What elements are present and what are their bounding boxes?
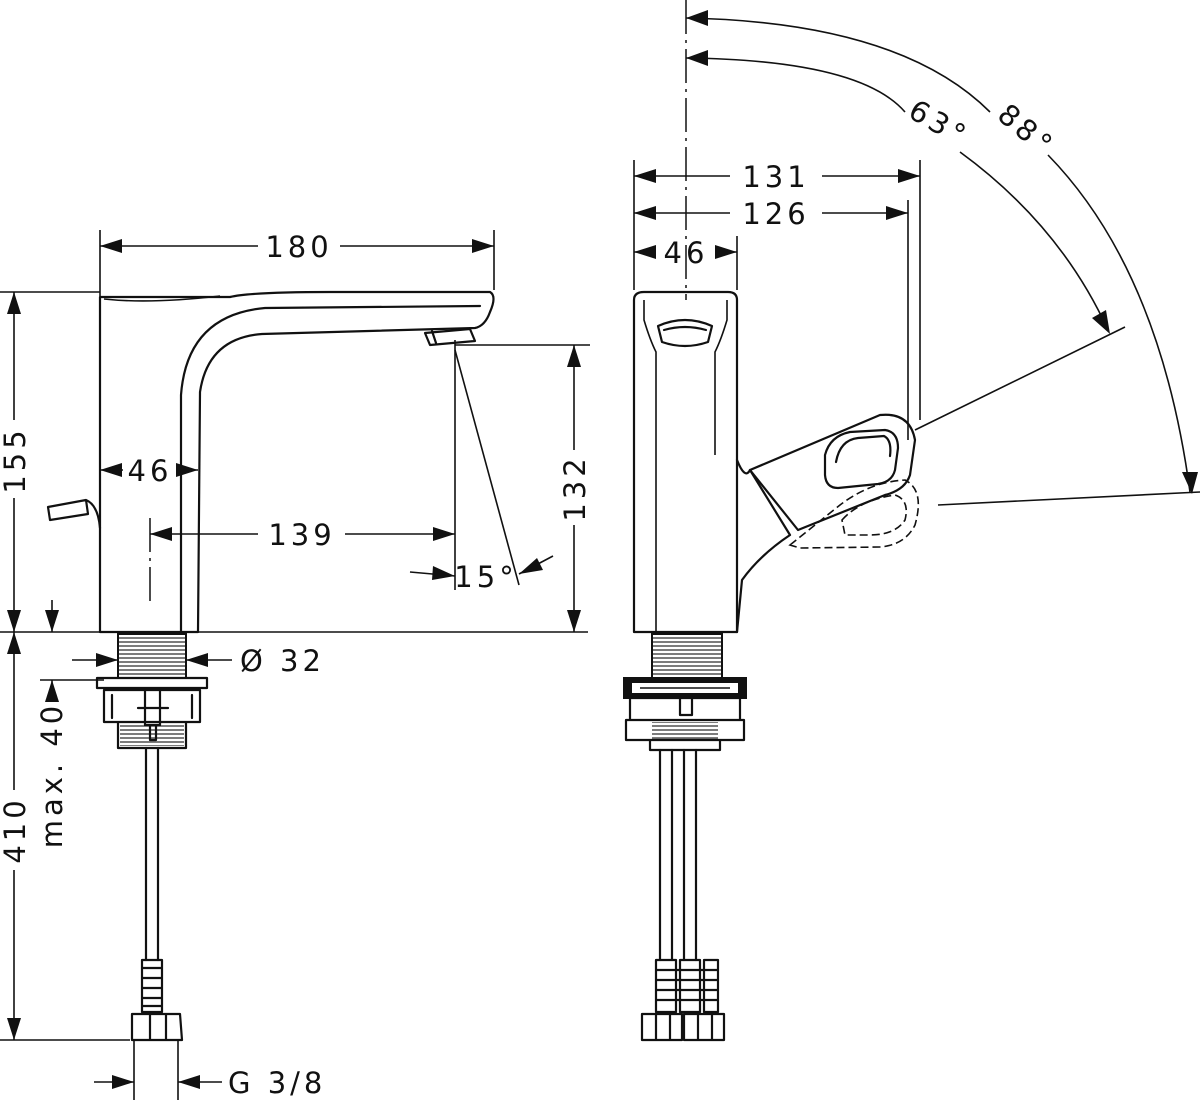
dim-32-label: Ø 32 (240, 644, 325, 678)
front-body-top-curve (103, 295, 221, 302)
side-hose-crimps (654, 958, 720, 1014)
side-handle-base (735, 458, 792, 634)
front-body-outline (98, 290, 495, 634)
front-fixing-bolt (110, 688, 194, 742)
dim-132-label: 132 (558, 454, 592, 521)
dim-180-label: 180 (265, 230, 332, 264)
dim-155-label: 155 (0, 426, 32, 493)
side-handle-lever (748, 413, 917, 532)
side-aerator (656, 318, 714, 348)
side-hoses (658, 748, 698, 962)
dim-126-label: 126 (742, 197, 809, 231)
side-body-inner (643, 300, 728, 632)
front-shank (117, 633, 187, 679)
side-shank (651, 633, 723, 679)
dim-410-label: 410 (0, 796, 32, 863)
front-nut-thread (120, 724, 184, 746)
front-aerator (423, 327, 477, 347)
front-hose (144, 746, 160, 962)
front-view (46, 290, 495, 1042)
front-pop-up-lever (46, 498, 102, 530)
side-connection-nuts (640, 1012, 726, 1042)
dim-g38-label: G 3/8 (228, 1066, 326, 1100)
side-dimensions: 131 126 46 63° 88° (633, 10, 1200, 506)
front-washer (95, 676, 209, 690)
front-fixing-nut (102, 688, 202, 750)
dim-139-label: 139 (268, 518, 335, 552)
side-body-outline (632, 290, 739, 634)
dim-46-side-label: 46 (664, 236, 709, 270)
front-connection-nut (130, 1012, 184, 1042)
front-dimensions: 180 46 139 155 132 15° (0, 230, 592, 1100)
front-body-inner-edge (179, 304, 482, 634)
dim-15-label: 15° (454, 560, 517, 594)
side-view (623, 0, 920, 1042)
dim-63-label: 63° (903, 93, 975, 154)
dim-46-front-label: 46 (128, 454, 173, 488)
dim-131-label: 131 (742, 160, 809, 194)
front-hose-crimp (140, 958, 164, 1014)
side-handle-window (823, 428, 900, 490)
dim-88-label: 88° (991, 97, 1061, 164)
dim-max40-label: max. 40 (35, 702, 69, 849)
